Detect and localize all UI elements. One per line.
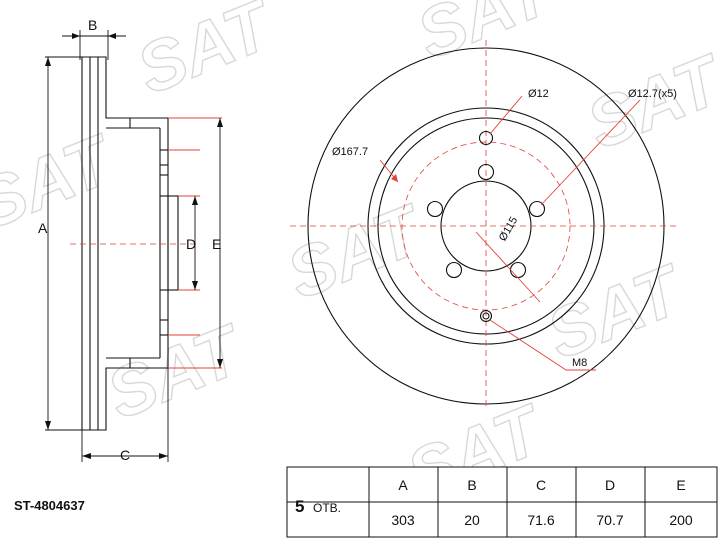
- table-header-c: C: [536, 477, 546, 493]
- table-value-c: 71.6: [527, 512, 554, 528]
- dimension-table: 5 ОТВ. A B C D E 303 20 71.6 70.7 200: [286, 466, 718, 538]
- watermark-layer: SAT SAT SAT SAT SAT SAT SAT SAT: [0, 0, 720, 515]
- dim-label-d: D: [186, 236, 196, 252]
- stud-hole-1: [477, 163, 495, 181]
- dim-label-c: C: [120, 447, 130, 463]
- side-view: A B: [38, 17, 223, 463]
- locating-hole: [478, 130, 494, 146]
- stud-hole-5: [426, 200, 444, 218]
- label-dia-167-7: Ø167.7: [332, 146, 368, 158]
- stud-hole-2: [528, 200, 546, 218]
- holes-count: 5: [295, 497, 304, 516]
- watermark-5: SAT: [276, 189, 435, 314]
- stud-hole-3: [509, 261, 527, 279]
- table-value-a: 303: [391, 512, 415, 528]
- part-number: ST-4804637: [14, 498, 85, 513]
- watermark-6: SAT: [536, 249, 695, 374]
- label-hole-12-7: Ø12.7(x5): [628, 88, 677, 100]
- table-value-e: 200: [669, 512, 693, 528]
- threaded-hole: [479, 309, 493, 323]
- label-dia-115: Ø115: [497, 215, 520, 244]
- table-header-a: A: [398, 477, 408, 493]
- watermark-7: SAT: [96, 309, 255, 434]
- table-header-e: E: [676, 477, 685, 493]
- dim-label-a: A: [38, 220, 48, 236]
- dim-label-b: B: [88, 17, 97, 33]
- stud-hole-4: [445, 261, 463, 279]
- watermark-4: SAT: [0, 119, 125, 244]
- table-value-d: 70.7: [596, 512, 623, 528]
- label-thread-m8: M8: [572, 357, 587, 369]
- table-value-b: 20: [464, 512, 480, 528]
- label-hole-12: Ø12: [528, 88, 549, 100]
- holes-unit: ОТВ.: [313, 501, 341, 515]
- dim-label-e: E: [212, 236, 221, 252]
- table-header-b: B: [467, 477, 476, 493]
- watermark-1: SAT: [126, 0, 285, 109]
- table-header-d: D: [605, 477, 615, 493]
